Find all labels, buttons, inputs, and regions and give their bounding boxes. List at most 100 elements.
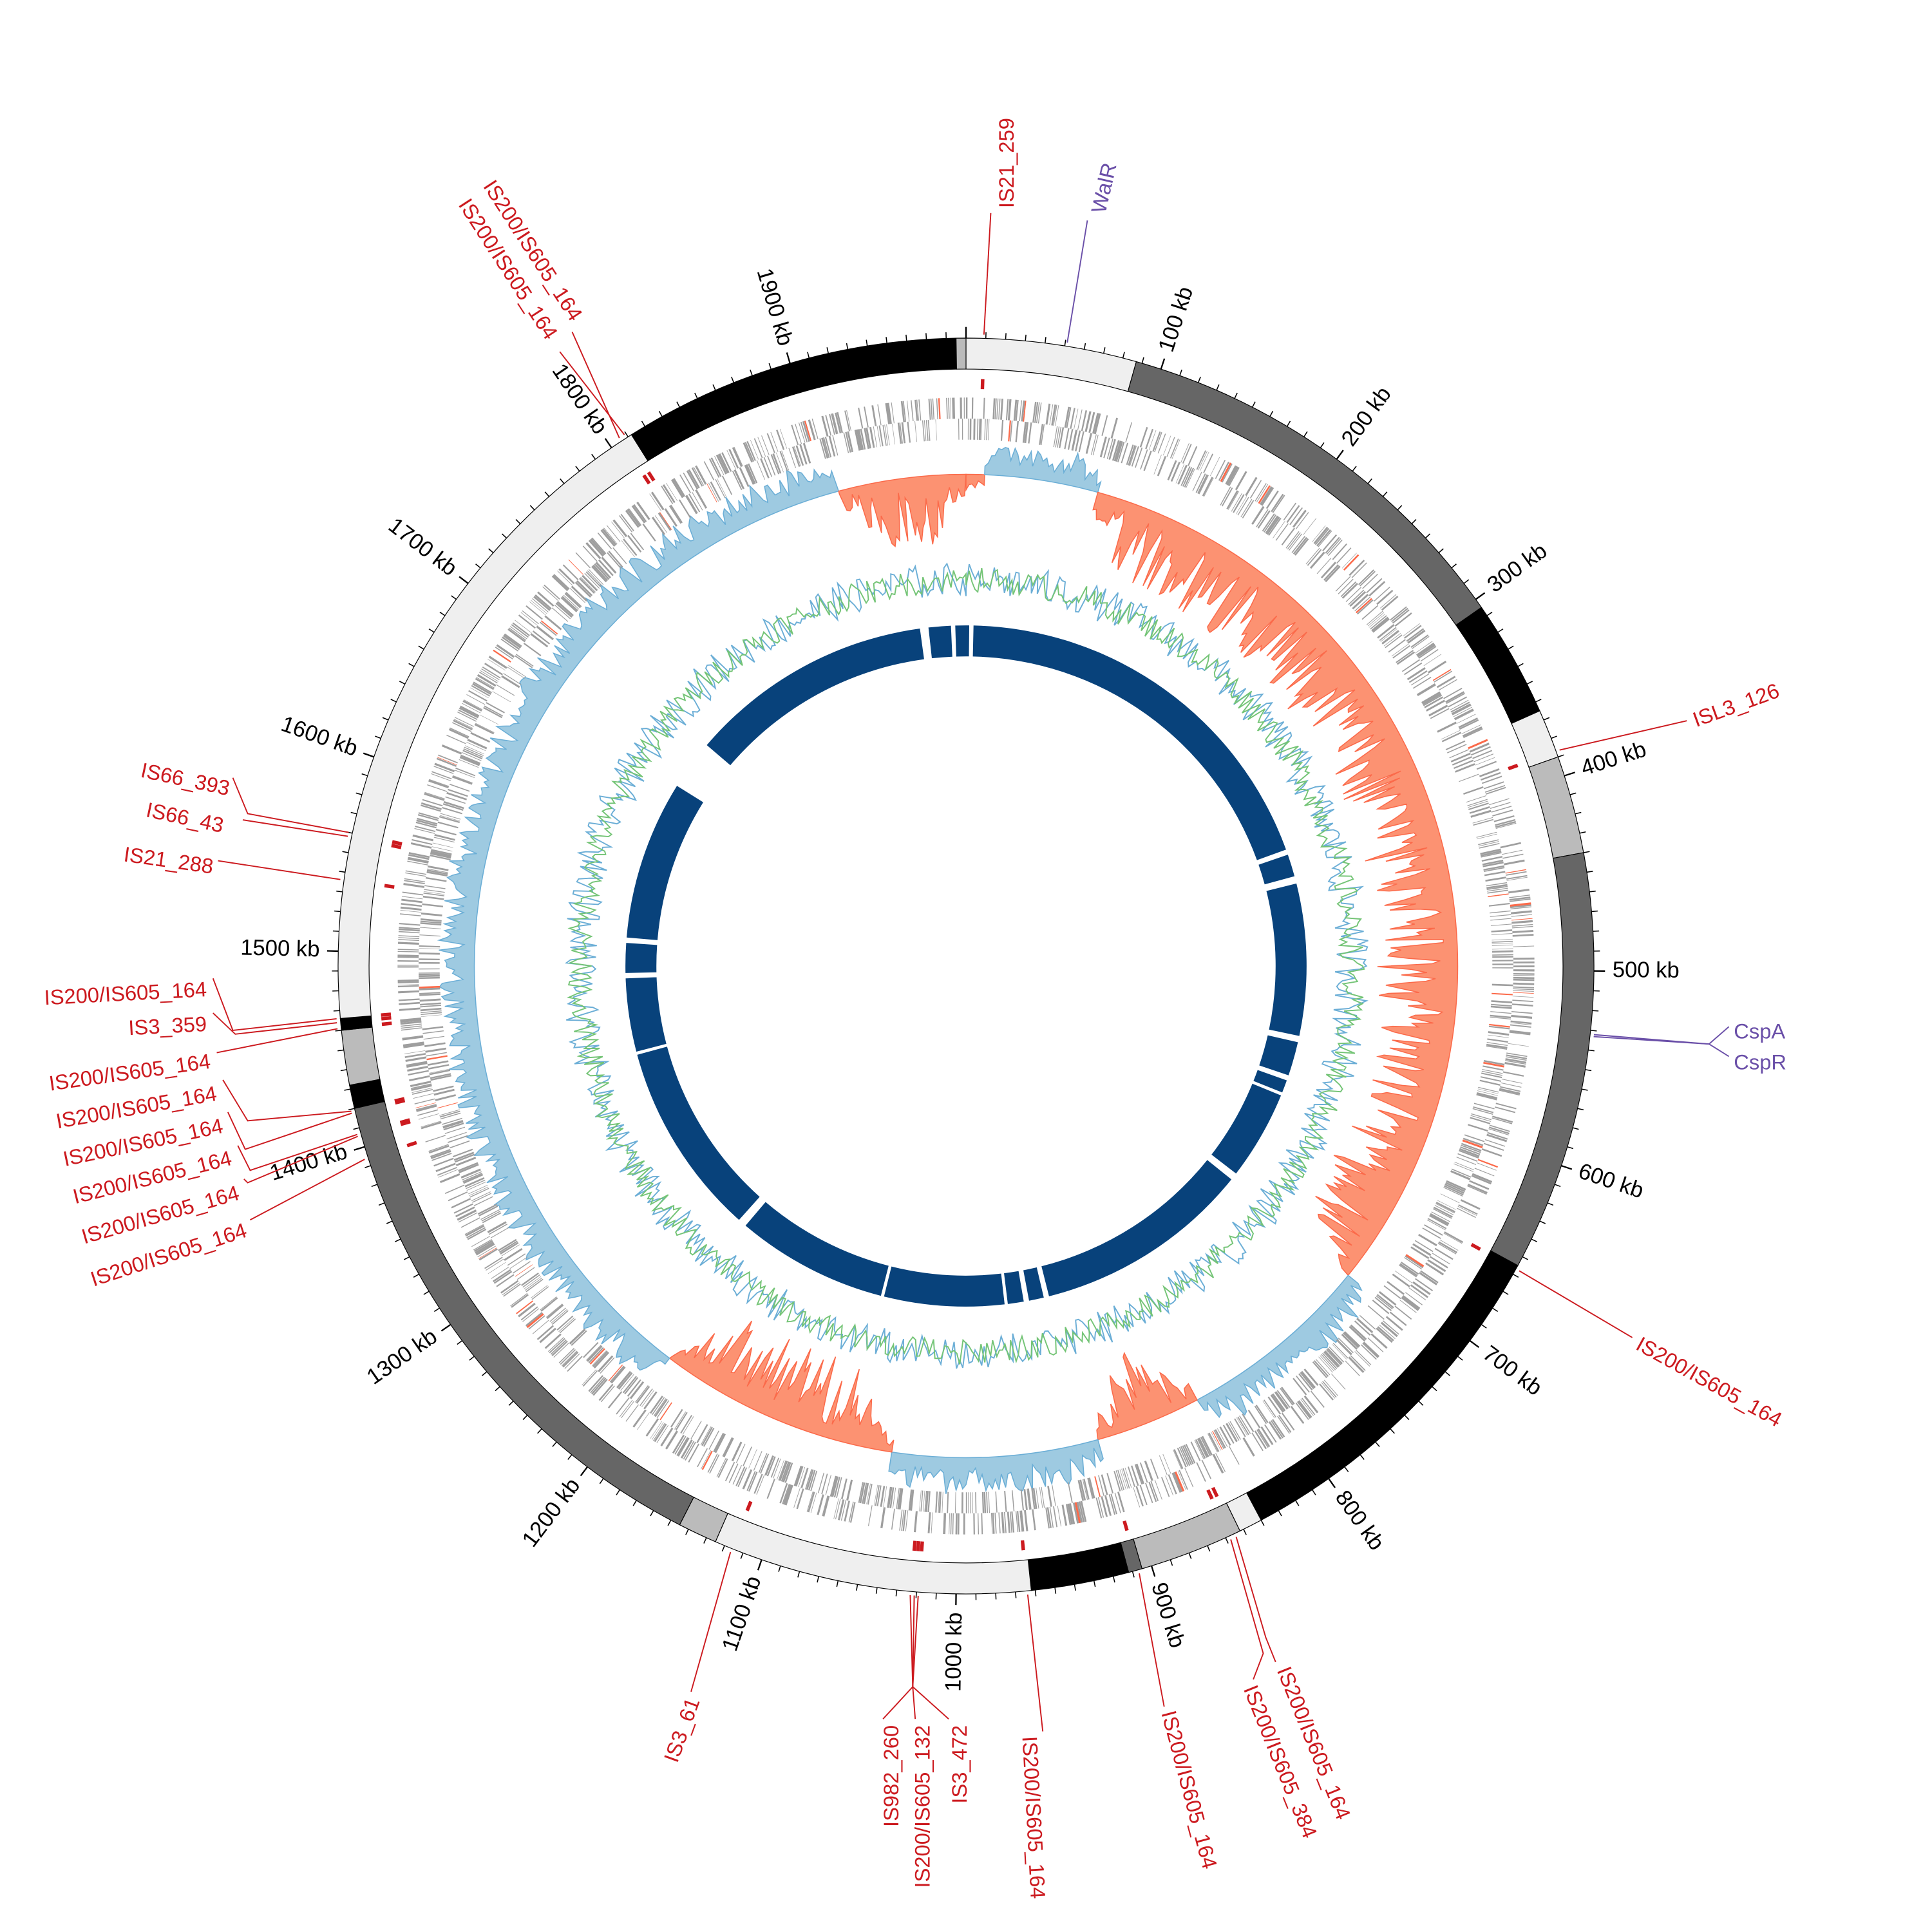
gene-feature bbox=[419, 952, 440, 955]
gene-feature bbox=[622, 1376, 638, 1394]
gene-feature bbox=[678, 499, 691, 518]
gene-feature bbox=[719, 453, 730, 473]
gene-feature bbox=[528, 1315, 545, 1330]
gene-feature bbox=[821, 437, 829, 459]
gene-feature bbox=[1303, 1368, 1319, 1386]
gene-feature bbox=[637, 1412, 650, 1430]
gene-feature bbox=[1121, 1468, 1128, 1490]
gene-feature bbox=[408, 852, 430, 858]
gene-feature bbox=[1036, 1487, 1039, 1509]
is-element-leader-line bbox=[212, 978, 337, 1032]
gene-feature bbox=[876, 1485, 882, 1506]
gene-feature bbox=[1402, 1295, 1421, 1310]
gene-feature bbox=[406, 1061, 428, 1066]
gene-feature bbox=[1463, 728, 1483, 739]
gene-feature bbox=[419, 958, 440, 960]
gene-feature bbox=[1329, 1347, 1345, 1363]
gene-feature bbox=[1476, 1094, 1497, 1101]
inner-ring-block bbox=[637, 1046, 760, 1220]
gene-feature bbox=[1305, 547, 1320, 565]
gene-feature bbox=[462, 750, 483, 760]
gene-feature bbox=[1481, 1148, 1502, 1157]
gene-feature bbox=[1065, 1504, 1072, 1525]
is-element-label: IS66_43 bbox=[144, 797, 226, 837]
gene-feature bbox=[1338, 578, 1354, 594]
is-element-mark bbox=[391, 844, 402, 849]
gene-feature bbox=[819, 438, 826, 459]
gene-feature bbox=[1501, 1082, 1522, 1088]
gene-feature bbox=[513, 1261, 531, 1274]
gene-feature bbox=[1508, 1043, 1529, 1047]
gene-feature bbox=[1074, 408, 1079, 430]
minor-tick bbox=[560, 478, 565, 484]
gene-feature bbox=[971, 397, 974, 419]
gene-feature bbox=[1094, 413, 1101, 435]
gene-feature bbox=[405, 1056, 427, 1062]
gene-feature bbox=[901, 422, 906, 444]
gene-feature bbox=[1439, 1239, 1459, 1251]
gene-feature bbox=[1435, 1202, 1455, 1213]
gene-feature bbox=[1480, 1076, 1502, 1082]
gene-feature bbox=[1341, 1334, 1358, 1350]
gene-feature bbox=[688, 1443, 700, 1463]
major-tick bbox=[604, 438, 612, 448]
gene-feature bbox=[493, 1271, 513, 1284]
gene-feature bbox=[464, 746, 484, 756]
gene-feature bbox=[1511, 1003, 1533, 1007]
inner-ring-block bbox=[1253, 1070, 1287, 1093]
gene-feature bbox=[1488, 1025, 1510, 1030]
gene-feature bbox=[629, 1381, 645, 1399]
gene-feature bbox=[1381, 630, 1399, 645]
minor-tick bbox=[567, 1454, 573, 1460]
gene-feature bbox=[553, 574, 570, 590]
gene-feature bbox=[404, 1053, 426, 1058]
minor-tick bbox=[1554, 1184, 1561, 1188]
gene-feature bbox=[1236, 1417, 1248, 1436]
gene-feature bbox=[1430, 708, 1450, 719]
inner-ring-block bbox=[928, 625, 952, 659]
gene-feature bbox=[1265, 515, 1279, 535]
gene-feature bbox=[1179, 1446, 1189, 1467]
gene-feature bbox=[643, 1391, 658, 1410]
gene-feature bbox=[433, 1088, 455, 1096]
gene-feature bbox=[1486, 882, 1508, 887]
gene-feature bbox=[832, 435, 838, 456]
minor-tick bbox=[768, 363, 772, 370]
gene-feature bbox=[1228, 1446, 1240, 1465]
gene-feature bbox=[1264, 1424, 1277, 1443]
is-element-label: ISL3_126 bbox=[1689, 678, 1782, 732]
minor-tick bbox=[1207, 1545, 1211, 1552]
gene-feature bbox=[1394, 1305, 1412, 1320]
gene-feature bbox=[1173, 1472, 1183, 1493]
gene-feature bbox=[1483, 867, 1505, 872]
gene-feature bbox=[1513, 978, 1535, 981]
gene-feature bbox=[1085, 433, 1092, 454]
gene-feature bbox=[1359, 571, 1376, 587]
gene-feature bbox=[591, 565, 607, 583]
gene-feature bbox=[1296, 1375, 1310, 1393]
minor-tick bbox=[1451, 564, 1457, 569]
gene-feature bbox=[652, 1423, 666, 1441]
gene-feature bbox=[714, 1433, 726, 1454]
gene-feature bbox=[419, 973, 440, 976]
gene-feature bbox=[636, 502, 650, 520]
gene-feature bbox=[691, 467, 703, 487]
gene-feature bbox=[856, 429, 863, 451]
minor-tick bbox=[522, 1415, 528, 1420]
gene-feature bbox=[1399, 1263, 1418, 1277]
gene-feature bbox=[469, 1186, 489, 1197]
gene-feature bbox=[1153, 454, 1162, 475]
gene-feature bbox=[442, 1120, 463, 1127]
gene-feature bbox=[1039, 424, 1044, 445]
gene-feature bbox=[1480, 848, 1501, 855]
gene-feature bbox=[1422, 693, 1442, 706]
gene-feature bbox=[1194, 1439, 1204, 1459]
gene-feature bbox=[1316, 529, 1331, 547]
gene-feature bbox=[1438, 1241, 1457, 1254]
gene-feature bbox=[1171, 439, 1180, 459]
is-element-leader-line bbox=[1519, 1270, 1633, 1338]
minor-tick bbox=[495, 1386, 500, 1392]
skew-positive-area bbox=[984, 446, 1102, 493]
gene-feature bbox=[833, 1498, 839, 1519]
gene-feature bbox=[1336, 547, 1352, 564]
